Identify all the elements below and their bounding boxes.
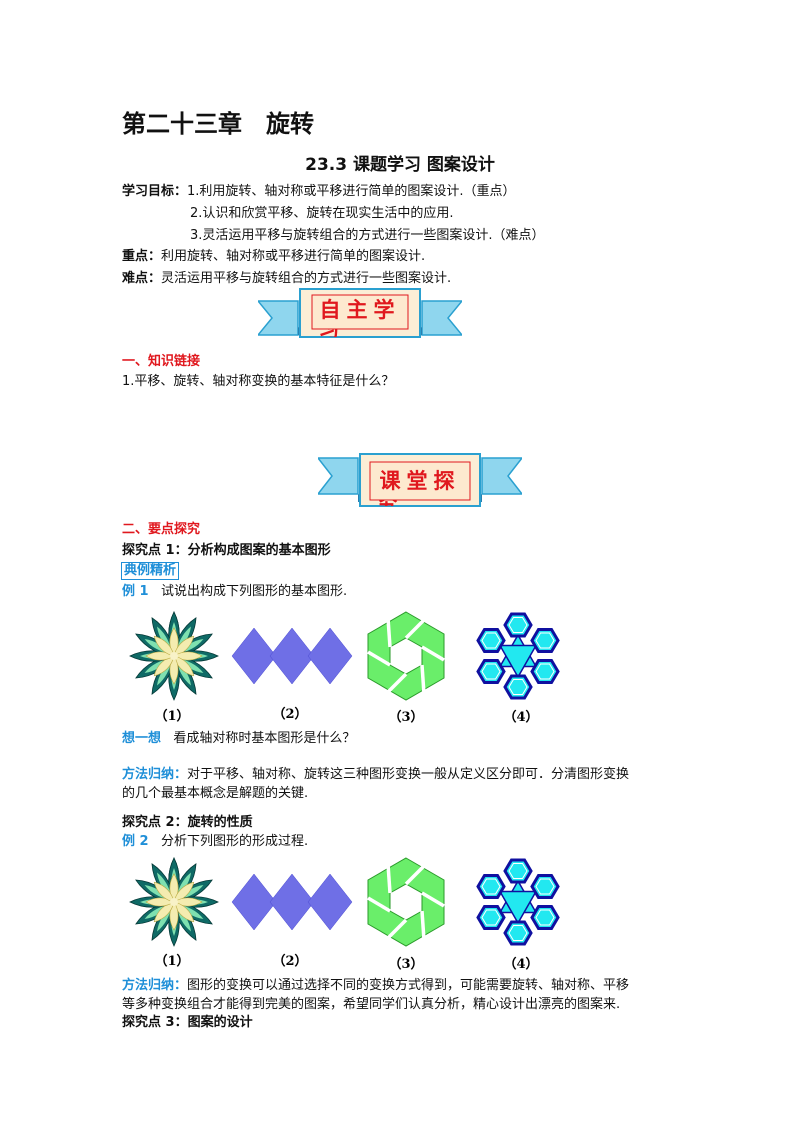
example2-text: 分析下列图形的形成过程.: [160, 834, 309, 849]
caption-2: （2）: [272, 706, 307, 722]
section1-question: 1.平移、旋转、轴对称变换的基本特征是什么？: [122, 374, 395, 389]
method2-text-2: 等多种变换组合才能得到完美的图案，希望同学们认真分析，精心设计出漂亮的图案来.: [122, 997, 621, 1012]
key-point-label: 重点：: [122, 249, 162, 264]
method1-line1: 方法归纳：对于平移、轴对称、旋转这三种图形变换一般从定义区分即可．分清图形变换: [122, 767, 629, 783]
point2-title: 探究点 2：旋转的性质: [122, 815, 253, 830]
banner-class-explore: 课堂探 究: [318, 453, 522, 510]
section-title: 23.3 课题学习 图案设计: [305, 155, 495, 175]
method2-text-1: 图形的变换可以通过选择不同的变换方式得到，可能需要旋转、轴对称、平移: [187, 978, 630, 993]
example2: 例 2 分析下列图形的形成过程.: [122, 834, 308, 850]
point1-title: 探究点 1：分析构成图案的基本图形: [122, 543, 331, 558]
key-point: 重点：利用旋转、轴对称或平移进行简单的图案设计.: [122, 249, 425, 265]
figure-row-2: （1） （2） （3） （4）: [122, 856, 572, 970]
caption-3: （3）: [388, 709, 423, 725]
difficulty-label: 难点：: [122, 271, 162, 286]
caption-4: （4）: [503, 709, 538, 725]
caption-2-row2: （2）: [272, 953, 307, 969]
example1: 例 1 试说出构成下列图形的基本图形.: [122, 584, 347, 600]
goal-item-3: 3.灵活运用平移与旋转组合的方式进行一些图案设计.（难点）: [190, 228, 545, 243]
goal-item-1: 1.利用旋转、轴对称或平移进行简单的图案设计.（重点）: [187, 184, 516, 199]
caption-1: （1）: [154, 708, 189, 724]
section1-title: 一、知识链接: [122, 354, 201, 369]
example1-label: 例 1: [122, 584, 149, 599]
caption-4-row2: （4）: [503, 956, 538, 970]
method1-text-2: 的几个最基本概念是解题的关键.: [122, 786, 309, 801]
think-text: 看成轴对称时基本图形是什么？: [173, 731, 356, 746]
caption-3-row2: （3）: [388, 956, 423, 970]
banner-self-study-text-2: 习: [319, 319, 340, 342]
method2-line1: 方法归纳：图形的变换可以通过选择不同的变换方式得到，可能需要旋转、轴对称、平移: [122, 978, 629, 994]
method2-label: 方法归纳：: [122, 978, 188, 993]
difficulty-text: 灵活运用平移与旋转组合的方式进行一些图案设计.: [161, 271, 452, 286]
banner-class-explore-text: 课堂探: [380, 469, 461, 493]
banner-class-explore-text-2: 究: [378, 492, 399, 510]
think: 想一想 看成轴对称时基本图形是什么？: [122, 731, 355, 747]
key-point-text: 利用旋转、轴对称或平移进行简单的图案设计.: [161, 249, 426, 264]
point3-title: 探究点 3：图案的设计: [122, 1015, 253, 1030]
goals-label: 学习目标：: [122, 184, 188, 199]
example2-label: 例 2: [122, 834, 149, 849]
section2-title: 二、要点探究: [122, 522, 201, 537]
figure-row-1: （1） （2） （3） （4）: [122, 610, 572, 725]
banner-self-study-text: 自主学: [320, 298, 401, 322]
chapter-title: 第二十三章 旋转: [122, 110, 314, 138]
think-label: 想一想: [122, 731, 162, 746]
example1-text: 试说出构成下列图形的基本图形.: [160, 584, 348, 599]
method1-text-1: 对于平移、轴对称、旋转这三种图形变换一般从定义区分即可．分清图形变换: [187, 767, 630, 782]
goal-item-2: 2.认识和欣赏平移、旋转在现实生活中的应用.: [190, 206, 454, 221]
caption-1-row2: （1）: [154, 953, 189, 969]
method1-label: 方法归纳：: [122, 767, 188, 782]
banner-self-study: 自主学 习: [258, 288, 462, 342]
example-analysis-box: 典例精析: [121, 562, 180, 580]
difficulty: 难点：灵活运用平移与旋转组合的方式进行一些图案设计.: [122, 271, 451, 287]
goals-block: 学习目标：1.利用旋转、轴对称或平移进行简单的图案设计.（重点）: [122, 184, 516, 200]
